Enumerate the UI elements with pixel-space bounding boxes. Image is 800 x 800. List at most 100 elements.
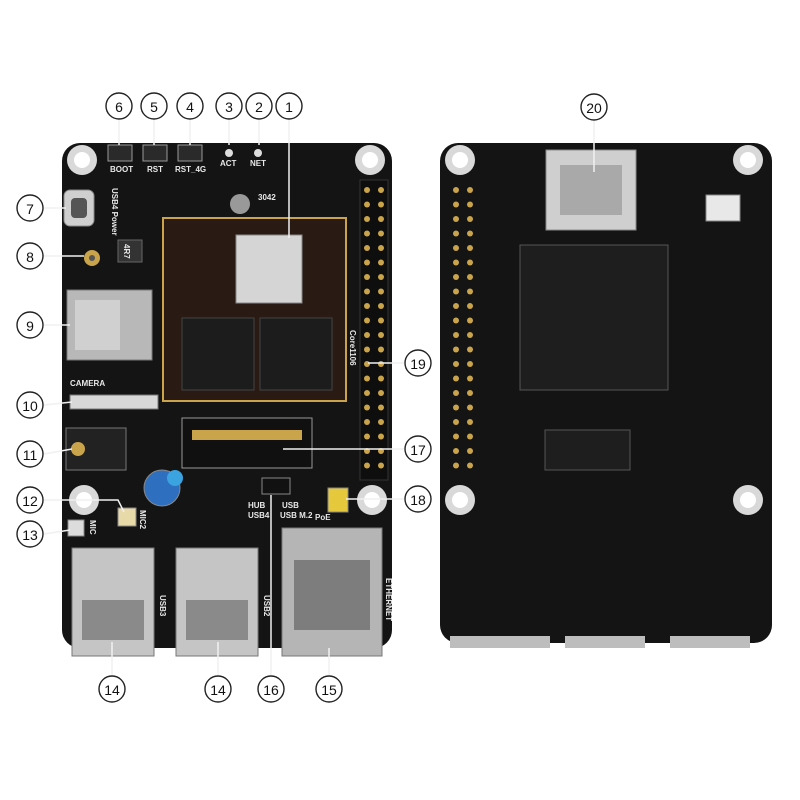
callout-circle (215, 92, 243, 120)
usb-c-port-inner (71, 198, 87, 218)
callout-16: 16 (257, 675, 285, 703)
usb-power-label: USB4 Power (110, 188, 119, 236)
act-led (225, 149, 233, 157)
callout-number: 3 (225, 99, 233, 115)
usb-m2-label: USB M.2 (280, 511, 313, 520)
callout-7: 7 (16, 194, 44, 222)
back-ethernet-edge (450, 636, 550, 648)
back-gpio-pin (453, 332, 459, 338)
mic2-label: MIC2 (138, 510, 147, 530)
act-label: ACT (220, 159, 237, 168)
callout-number: 4 (186, 99, 194, 115)
callout-circle (257, 675, 285, 703)
callout-13: 13 (16, 520, 44, 548)
back-gpio-pin (453, 404, 459, 411)
callout-number: 19 (410, 356, 426, 372)
back-gpio-pin (453, 375, 459, 382)
gpio-pin (378, 259, 384, 266)
core-label: Core1106 (348, 330, 357, 366)
back-gpio-pin (453, 288, 459, 295)
back-gpio-pin (467, 462, 473, 469)
callout-circle (16, 242, 44, 270)
core-chip-ram (181, 317, 255, 391)
callout-circle (98, 675, 126, 703)
gpio-pin (364, 245, 370, 251)
gpio-pin (364, 201, 370, 208)
mount-hole-inner (452, 152, 468, 168)
gpio-pin (378, 390, 384, 396)
callout-circle (16, 486, 44, 514)
back-gpio-pin (453, 317, 459, 324)
mount-hole-inner (740, 492, 756, 508)
callout-leader-11 (43, 448, 73, 455)
callout-circle (176, 92, 204, 120)
callout-8: 8 (16, 242, 44, 270)
usb-a-port-2-inner (186, 600, 248, 640)
callout-9: 9 (16, 311, 44, 339)
callout-12: 12 (16, 486, 44, 514)
callout-leader-10 (43, 401, 73, 406)
callout-circle (404, 435, 432, 463)
usb2-label: USB2 (262, 595, 271, 617)
callout-circle (275, 92, 303, 120)
back-gpio-pin (467, 375, 473, 382)
gpio-pin (378, 332, 384, 338)
ethernet-label: ETHERNET (384, 578, 393, 621)
rst-4g-label: RST_4G (175, 165, 206, 174)
back-gpio-pin (467, 448, 473, 454)
back-board (440, 143, 772, 648)
callout-11: 11 (16, 440, 44, 468)
gpio-pin (364, 332, 370, 338)
ethernet-port-inner (294, 560, 370, 630)
gpio-pin (378, 216, 384, 222)
back-gpio-pin (453, 259, 459, 266)
gpio-pin (378, 201, 384, 208)
boot-button[interactable] (107, 144, 133, 162)
callout-number: 7 (26, 201, 34, 217)
back-gpio-pin (467, 187, 473, 193)
net-led (254, 149, 262, 157)
callout-circle (16, 311, 44, 339)
callout-circle (404, 485, 432, 513)
camera-label: CAMERA (70, 379, 105, 388)
callout-number: 8 (26, 249, 34, 265)
callout-18: 18 (404, 485, 432, 513)
callout-circle (16, 194, 44, 222)
usb-label: USB (282, 501, 299, 510)
back-gpio-pin (453, 216, 459, 222)
callout-number: 18 (410, 492, 426, 508)
gpio-header (359, 179, 389, 481)
back-gpio-pin (467, 317, 473, 324)
core-soc-shield (235, 234, 303, 304)
rst-button[interactable] (142, 144, 168, 162)
gpio-pin (364, 303, 370, 309)
capacitor-small (167, 470, 183, 486)
callout-circle (140, 92, 168, 120)
inductor-label: 4R7 (122, 244, 131, 259)
code-3042-label: 3042 (258, 193, 276, 202)
callout-number: 1 (285, 99, 293, 115)
camera-connector (69, 394, 159, 410)
gpio-pin (378, 361, 384, 367)
callout-15: 15 (315, 675, 343, 703)
back-gpio-pin (453, 462, 459, 469)
callout-number: 6 (115, 99, 123, 115)
core-chip-flash (259, 317, 333, 391)
front-board: BOOT RST RST_4G ACT NET USB4 Power 4R7 C… (62, 143, 393, 657)
gpio-pin (378, 288, 384, 295)
back-gpio-pin (467, 361, 473, 367)
callout-number: 16 (263, 682, 279, 698)
callout-number: 2 (255, 99, 263, 115)
usb-mode-switch[interactable] (261, 477, 291, 495)
back-gpio-pin (453, 303, 459, 309)
gpio-pin (364, 390, 370, 396)
gpio-pin (364, 230, 370, 237)
callout-number: 5 (150, 99, 158, 115)
gpio-pin (378, 375, 384, 382)
rst-4g-button[interactable] (177, 144, 203, 162)
gpio-pin (378, 433, 384, 440)
back-gpio-pin (453, 448, 459, 454)
callout-circle (16, 520, 44, 548)
back-component-area-2 (544, 429, 631, 471)
back-gpio-pin (467, 433, 473, 440)
